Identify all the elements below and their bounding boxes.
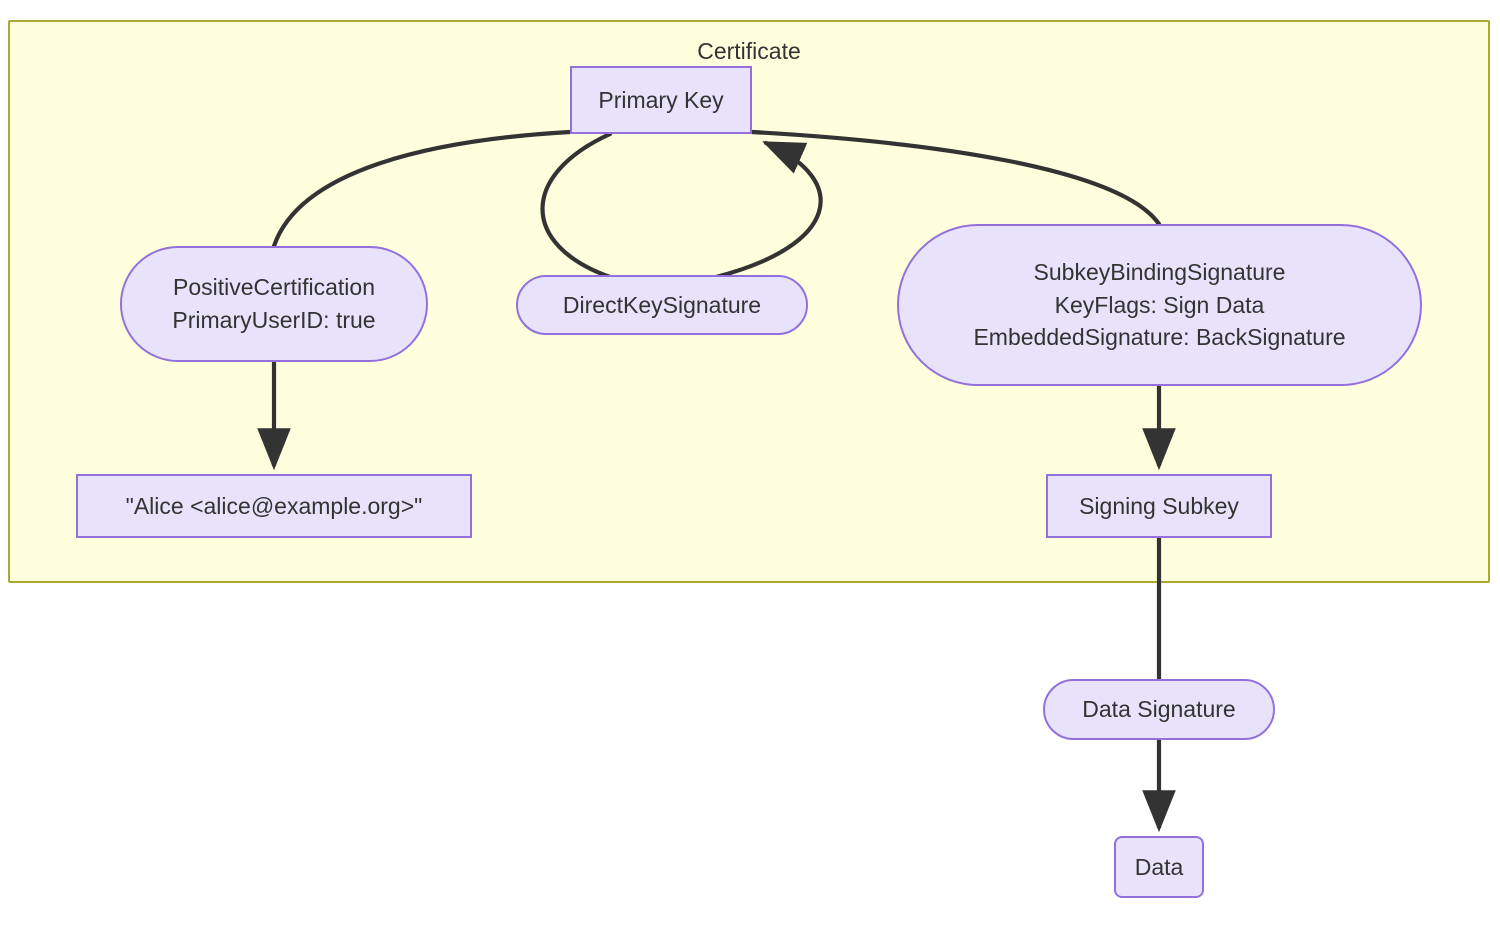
node-primary-key-line-0: Primary Key	[598, 86, 724, 113]
node-alice-userid-line-0: "Alice <alice@example.org>"	[125, 492, 423, 519]
node-signing-subkey[interactable]: Signing Subkey	[1046, 474, 1272, 538]
node-subkey-binding-signature-line-2: EmbeddedSignature: BackSignature	[973, 324, 1346, 351]
node-signing-subkey-line-0: Signing Subkey	[1079, 492, 1239, 519]
node-direct-key-signature[interactable]: DirectKeySignature	[516, 275, 808, 335]
node-direct-key-signature-line-0: DirectKeySignature	[562, 291, 762, 318]
subgraph-certificate-label: Certificate	[697, 38, 801, 64]
node-positive-certification-line-0: PositiveCertification	[173, 274, 375, 301]
node-positive-certification[interactable]: PositiveCertification PrimaryUserID: tru…	[120, 246, 428, 362]
node-data-signature[interactable]: Data Signature	[1043, 679, 1275, 740]
node-data-signature-line-0: Data Signature	[1082, 696, 1236, 723]
node-subkey-binding-signature-line-1: KeyFlags: Sign Data	[1054, 291, 1265, 318]
node-subkey-binding-signature[interactable]: SubkeyBindingSignature KeyFlags: Sign Da…	[897, 224, 1422, 386]
node-data-line-0: Data	[1134, 853, 1184, 880]
node-positive-certification-line-1: PrimaryUserID: true	[172, 307, 376, 333]
node-alice-userid[interactable]: "Alice <alice@example.org>"	[76, 474, 472, 538]
node-subkey-binding-signature-line-0: SubkeyBindingSignature	[1033, 259, 1286, 286]
node-data[interactable]: Data	[1114, 836, 1204, 898]
node-primary-key[interactable]: Primary Key	[570, 66, 752, 134]
